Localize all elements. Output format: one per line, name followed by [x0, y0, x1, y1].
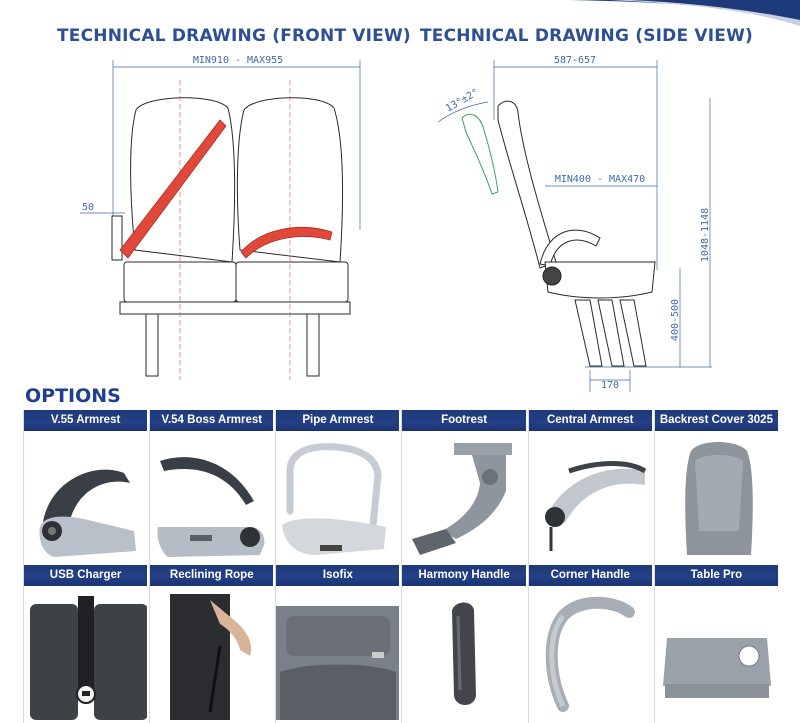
option-pipe-armrest[interactable]: Pipe Armrest — [275, 410, 400, 565]
option-label: Isofix — [276, 565, 400, 586]
option-label: Corner Handle — [528, 565, 652, 586]
front-view-drawing: MIN910 - MAX955 50 420-450 — [80, 55, 361, 380]
option-label: Pipe Armrest — [276, 410, 400, 431]
option-label: Backrest Cover 3025 — [654, 410, 778, 431]
side-recline-dimension: 13°±2° — [444, 87, 481, 115]
backrest-cover-icon — [685, 442, 753, 555]
option-label: Central Armrest — [528, 410, 652, 431]
option-isofix[interactable]: Isofix — [275, 565, 400, 723]
option-table-pro[interactable]: Table Pro — [653, 565, 778, 723]
front-edge-dimension: 50 — [82, 202, 94, 213]
armrest-v55-icon — [39, 469, 136, 557]
usb-charger-icon — [30, 596, 148, 720]
isofix-icon — [276, 606, 400, 720]
options-heading: OPTIONS — [25, 385, 121, 407]
pipe-armrest-icon — [282, 443, 387, 555]
footrest-icon — [412, 443, 513, 555]
option-label: Reclining Rope — [150, 565, 274, 586]
corner-handle-icon — [545, 596, 635, 712]
corner-swoosh-decoration — [570, 0, 800, 26]
side-seat-depth-dimension: MIN400 - MAX470 — [555, 174, 645, 185]
side-view-drawing: 587-657 13°±2° MIN400 - MAX470 1048-1148… — [437, 55, 712, 392]
harmony-handle-icon — [452, 602, 477, 705]
option-label: USB Charger — [24, 565, 148, 586]
option-label: V.55 Armrest — [24, 410, 148, 431]
table-pro-icon — [662, 638, 771, 698]
option-v55-armrest[interactable]: V.55 Armrest — [23, 410, 148, 565]
front-view-title: TECHNICAL DRAWING (FRONT VIEW) — [57, 26, 411, 46]
side-total-height-dimension: 1048-1148 — [700, 208, 711, 262]
option-label: Harmony Handle — [402, 565, 526, 586]
option-corner-handle[interactable]: Corner Handle — [527, 565, 652, 723]
option-footrest[interactable]: Footrest — [401, 410, 526, 565]
option-usb-charger[interactable]: USB Charger — [23, 565, 148, 723]
options-grid: V.55 Armrest V.54 Boss Armrest Pipe Armr… — [23, 410, 778, 723]
option-label: Footrest — [402, 410, 526, 431]
central-armrest-icon — [544, 461, 646, 551]
option-label: Table Pro — [654, 565, 778, 586]
option-harmony-handle[interactable]: Harmony Handle — [401, 565, 526, 723]
reclining-rope-icon — [170, 594, 252, 720]
option-reclining-rope[interactable]: Reclining Rope — [149, 565, 274, 723]
side-depth-dimension: 587-657 — [554, 55, 596, 66]
front-width-dimension: MIN910 - MAX955 — [193, 55, 283, 66]
option-backrest-cover-3025[interactable]: Backrest Cover 3025 — [653, 410, 778, 565]
option-label: V.54 Boss Armrest — [150, 410, 274, 431]
option-central-armrest[interactable]: Central Armrest — [527, 410, 652, 565]
option-v54-boss-armrest[interactable]: V.54 Boss Armrest — [149, 410, 274, 565]
side-seat-height-dimension: 400-500 — [670, 299, 681, 341]
armrest-v54-icon — [157, 457, 265, 557]
side-leg-dimension: 170 — [601, 380, 619, 391]
side-view-title: TECHNICAL DRAWING (SIDE VIEW) — [420, 26, 754, 46]
